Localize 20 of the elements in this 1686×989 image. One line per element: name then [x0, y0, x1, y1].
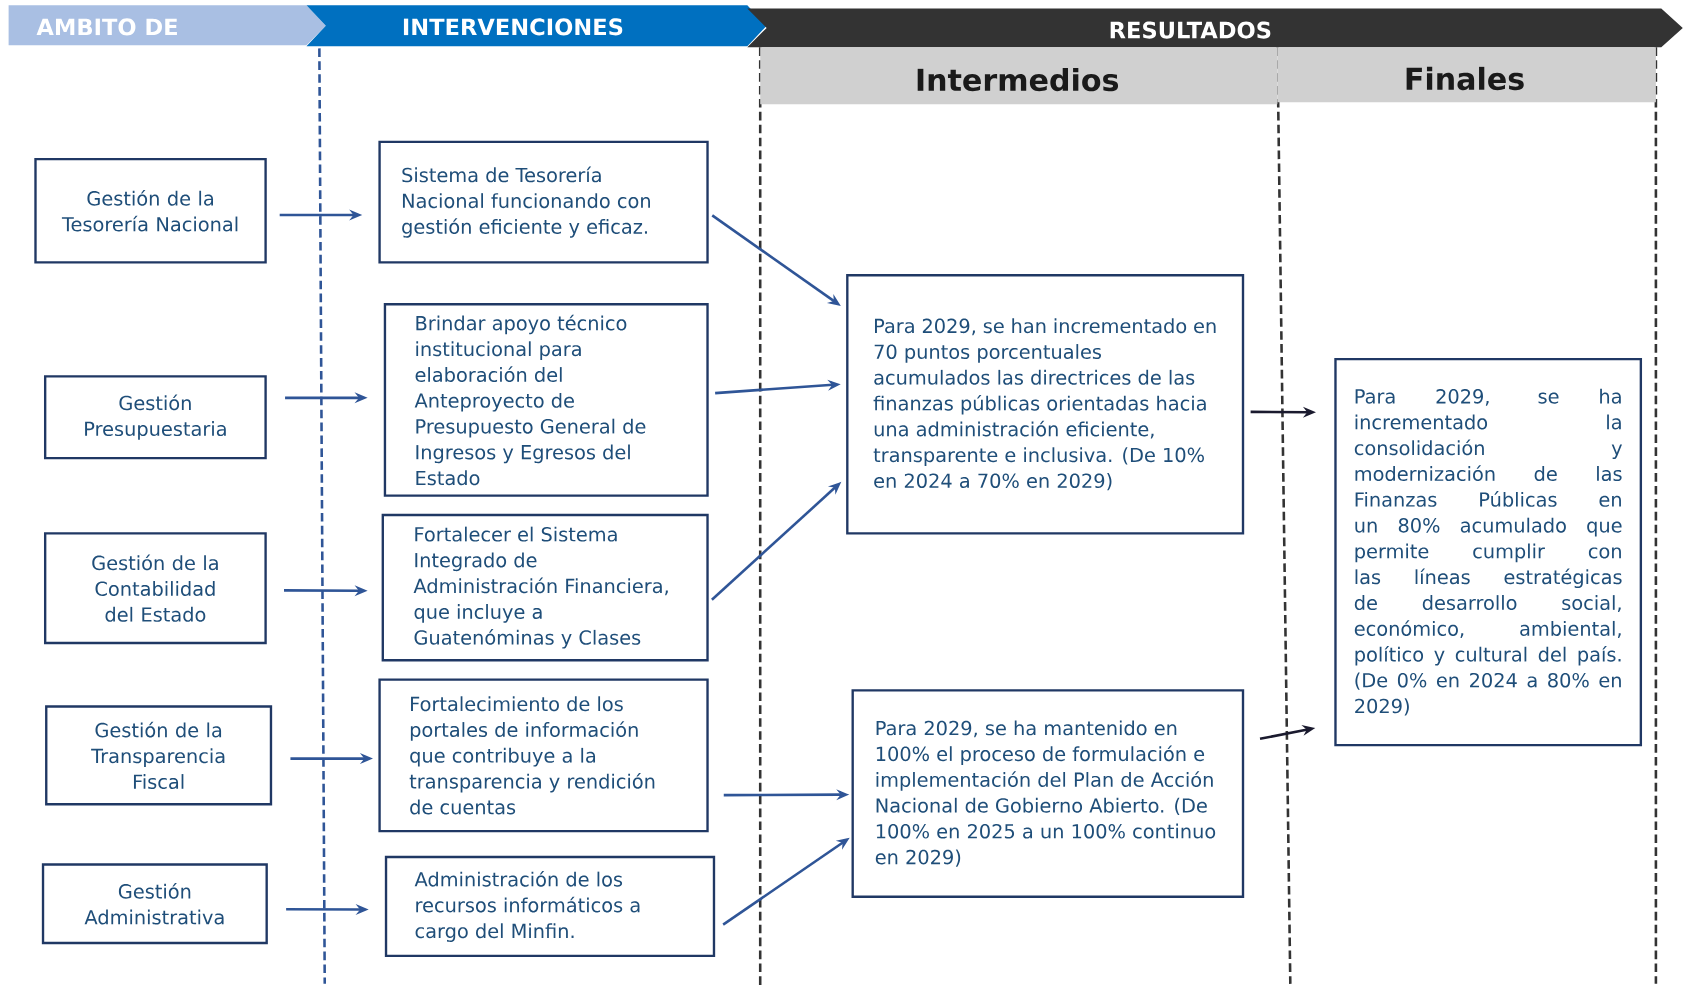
- header-band: INTERVENCIONES: [306, 5, 767, 47]
- intervention-box: Brindar apoyo técnico institucional para elaboración del Anteproyecto de Presupuesto General de Ingresos y Egresos del Estado: [383, 303, 709, 497]
- header-band: RESULTADOS: [747, 8, 1683, 48]
- intervention-box: Fortalecer el Sistema Integrado de Administración Financiera, que incluye a Guatenóminas y Clases: [381, 513, 709, 662]
- result-box: Para 2029, se ha incrementado la consolidación y modernización de las Finanzas Públicas en un 80% acumulado que permite cumplir con las líneas estratégicas de desarrollo social, económico, ambiental, político y cultural del país. (De 0% en 2024 a 80% en 2029): [1334, 357, 1643, 747]
- column-header: Finales: [1277, 47, 1656, 103]
- scope-box: Gestión Presupuestaria: [44, 375, 267, 460]
- intervention-box: Sistema de Tesorería Nacional funcionando con gestión eficiente y eficaz.: [378, 140, 709, 264]
- header-band: AMBITO DE: [8, 5, 326, 46]
- scope-box: Gestión Administrativa: [41, 863, 268, 945]
- column-header: Intermedios: [760, 47, 1278, 105]
- intervention-box: Fortalecimiento de los portales de información que contribuye a la transparencia y rendición de cuentas: [378, 678, 709, 833]
- node-label: Intermedios: [917, 67, 1119, 92]
- result-box: Para 2029, se ha mantenido en 100% el proceso de formulación e implementación del Plan de Acción Nacional de Gobierno Abierto. (De 100% en 2025 a un 100% continuo en 2029): [851, 689, 1245, 898]
- node-label: Finales: [1406, 66, 1524, 91]
- intervention-box: Administración de los recursos informáticos a cargo del Minfin.: [384, 855, 716, 957]
- scope-box: Gestión de la Contabilidad del Estado: [44, 532, 267, 645]
- result-box: Para 2029, se han incrementado en 70 puntos porcentuales acumulados las directrices de las finanzas públicas orientadas hacia una administración eficiente, transparente e inclusiva. (De 10% en 2024 a 70% en 2029): [846, 273, 1245, 535]
- scope-box: Gestión de la Transparencia Fiscal: [45, 705, 273, 806]
- scope-box: Gestión de la Tesorería Nacional: [34, 157, 267, 264]
